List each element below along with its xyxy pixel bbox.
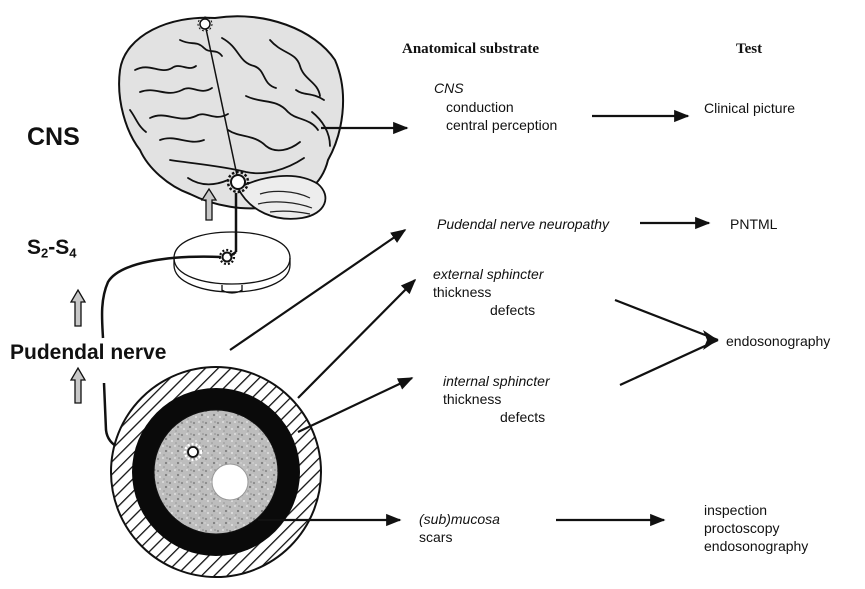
anal-canal-cross-section [111,367,321,577]
internal-sphincter-line: defects [500,409,545,425]
sphincter-test: endosonography [726,333,830,349]
mucosa-test: endosonography [704,538,808,554]
internal-sphincter-title: internal sphincter [443,373,550,389]
cns-test: Clinical picture [704,100,795,116]
cns-substrate-line: central perception [446,117,557,133]
internal-sphincter-line: thickness [443,391,501,407]
brain-illustration [119,16,343,219]
external-sphincter-line: defects [490,302,535,318]
pudendal-test: PNTML [730,216,777,232]
pudendal-substrate-title: Pudendal nerve neuropathy [437,216,609,232]
cns-label: CNS [27,123,80,152]
mucosa-test: inspection [704,502,767,518]
mucosa-substrate-title: (sub)mucosa [419,511,500,527]
segment-label: S2-S4 [27,236,77,260]
cns-substrate-line: conduction [446,99,514,115]
test-column-header: Test [736,41,762,58]
mucosa-substrate-line: scars [419,529,452,545]
external-sphincter-title: external sphincter [433,266,544,282]
external-sphincter-line: thickness [433,284,491,300]
substrate-column-header: Anatomical substrate [402,41,539,58]
mucosa-test: proctoscopy [704,520,779,536]
cns-substrate-title: CNS [434,80,464,96]
pudendal-nerve-label: Pudendal nerve [10,341,166,365]
